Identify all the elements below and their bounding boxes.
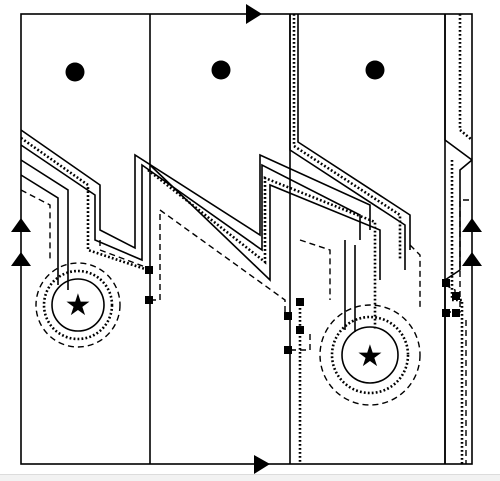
square-marker — [145, 296, 153, 304]
loop-ring-outer — [35, 262, 121, 348]
square-marker — [284, 346, 292, 354]
band-mid — [149, 164, 381, 282]
arrow-up-icon — [462, 252, 482, 266]
star-marker: ★ — [65, 288, 92, 323]
dashed-curve — [445, 199, 472, 313]
arrow-up-icon — [462, 218, 482, 232]
left-star-group: ★ — [20, 159, 121, 348]
loop-ring-outer — [319, 304, 421, 406]
square-marker — [284, 312, 292, 320]
dashed-curve — [299, 239, 331, 300]
dots — [65, 60, 385, 82]
dotted-curve — [20, 136, 149, 272]
square-markers — [145, 266, 460, 354]
arrows — [11, 4, 482, 474]
loop-ring-dotted — [42, 269, 114, 341]
dashed-curves — [20, 189, 472, 464]
band-right-lower — [297, 14, 411, 250]
bottom-scroll-band — [0, 474, 500, 481]
square-marker — [296, 326, 304, 334]
loop-line — [20, 174, 59, 285]
arrow-up-icon — [11, 218, 31, 232]
right-star-group: ★ — [319, 240, 421, 406]
solid-bands — [20, 14, 473, 464]
dotted-curve — [147, 168, 377, 330]
star-marker: ★ — [357, 339, 384, 374]
band-far-right — [444, 14, 473, 161]
arrow-right-icon — [246, 4, 262, 24]
dotted-curve — [458, 14, 473, 141]
loop-line — [20, 159, 69, 290]
dotted-curve — [292, 14, 402, 260]
loop-ring — [341, 326, 399, 384]
square-marker — [296, 298, 304, 306]
dot-marker — [211, 60, 231, 80]
dashed-curve — [20, 189, 51, 260]
band-left-lower — [20, 144, 361, 262]
arrow-up-icon — [11, 252, 31, 266]
square-marker — [145, 266, 153, 274]
dot-marker — [65, 62, 85, 82]
band-left-upper — [20, 129, 371, 250]
band-edge-right — [444, 159, 473, 464]
square-marker — [452, 292, 460, 300]
square-marker — [452, 309, 460, 317]
dashed-curve — [290, 330, 311, 351]
loop-ring-dotted — [330, 315, 410, 395]
dot-marker — [365, 60, 385, 80]
loop-ring — [51, 278, 105, 332]
dashed-curve — [150, 208, 286, 315]
square-marker — [442, 309, 450, 317]
dashed-curve — [409, 244, 421, 310]
arrow-right-icon — [254, 455, 270, 474]
dashed-curve — [99, 240, 149, 269]
band-right-upper — [289, 14, 406, 270]
square-marker — [442, 279, 450, 287]
